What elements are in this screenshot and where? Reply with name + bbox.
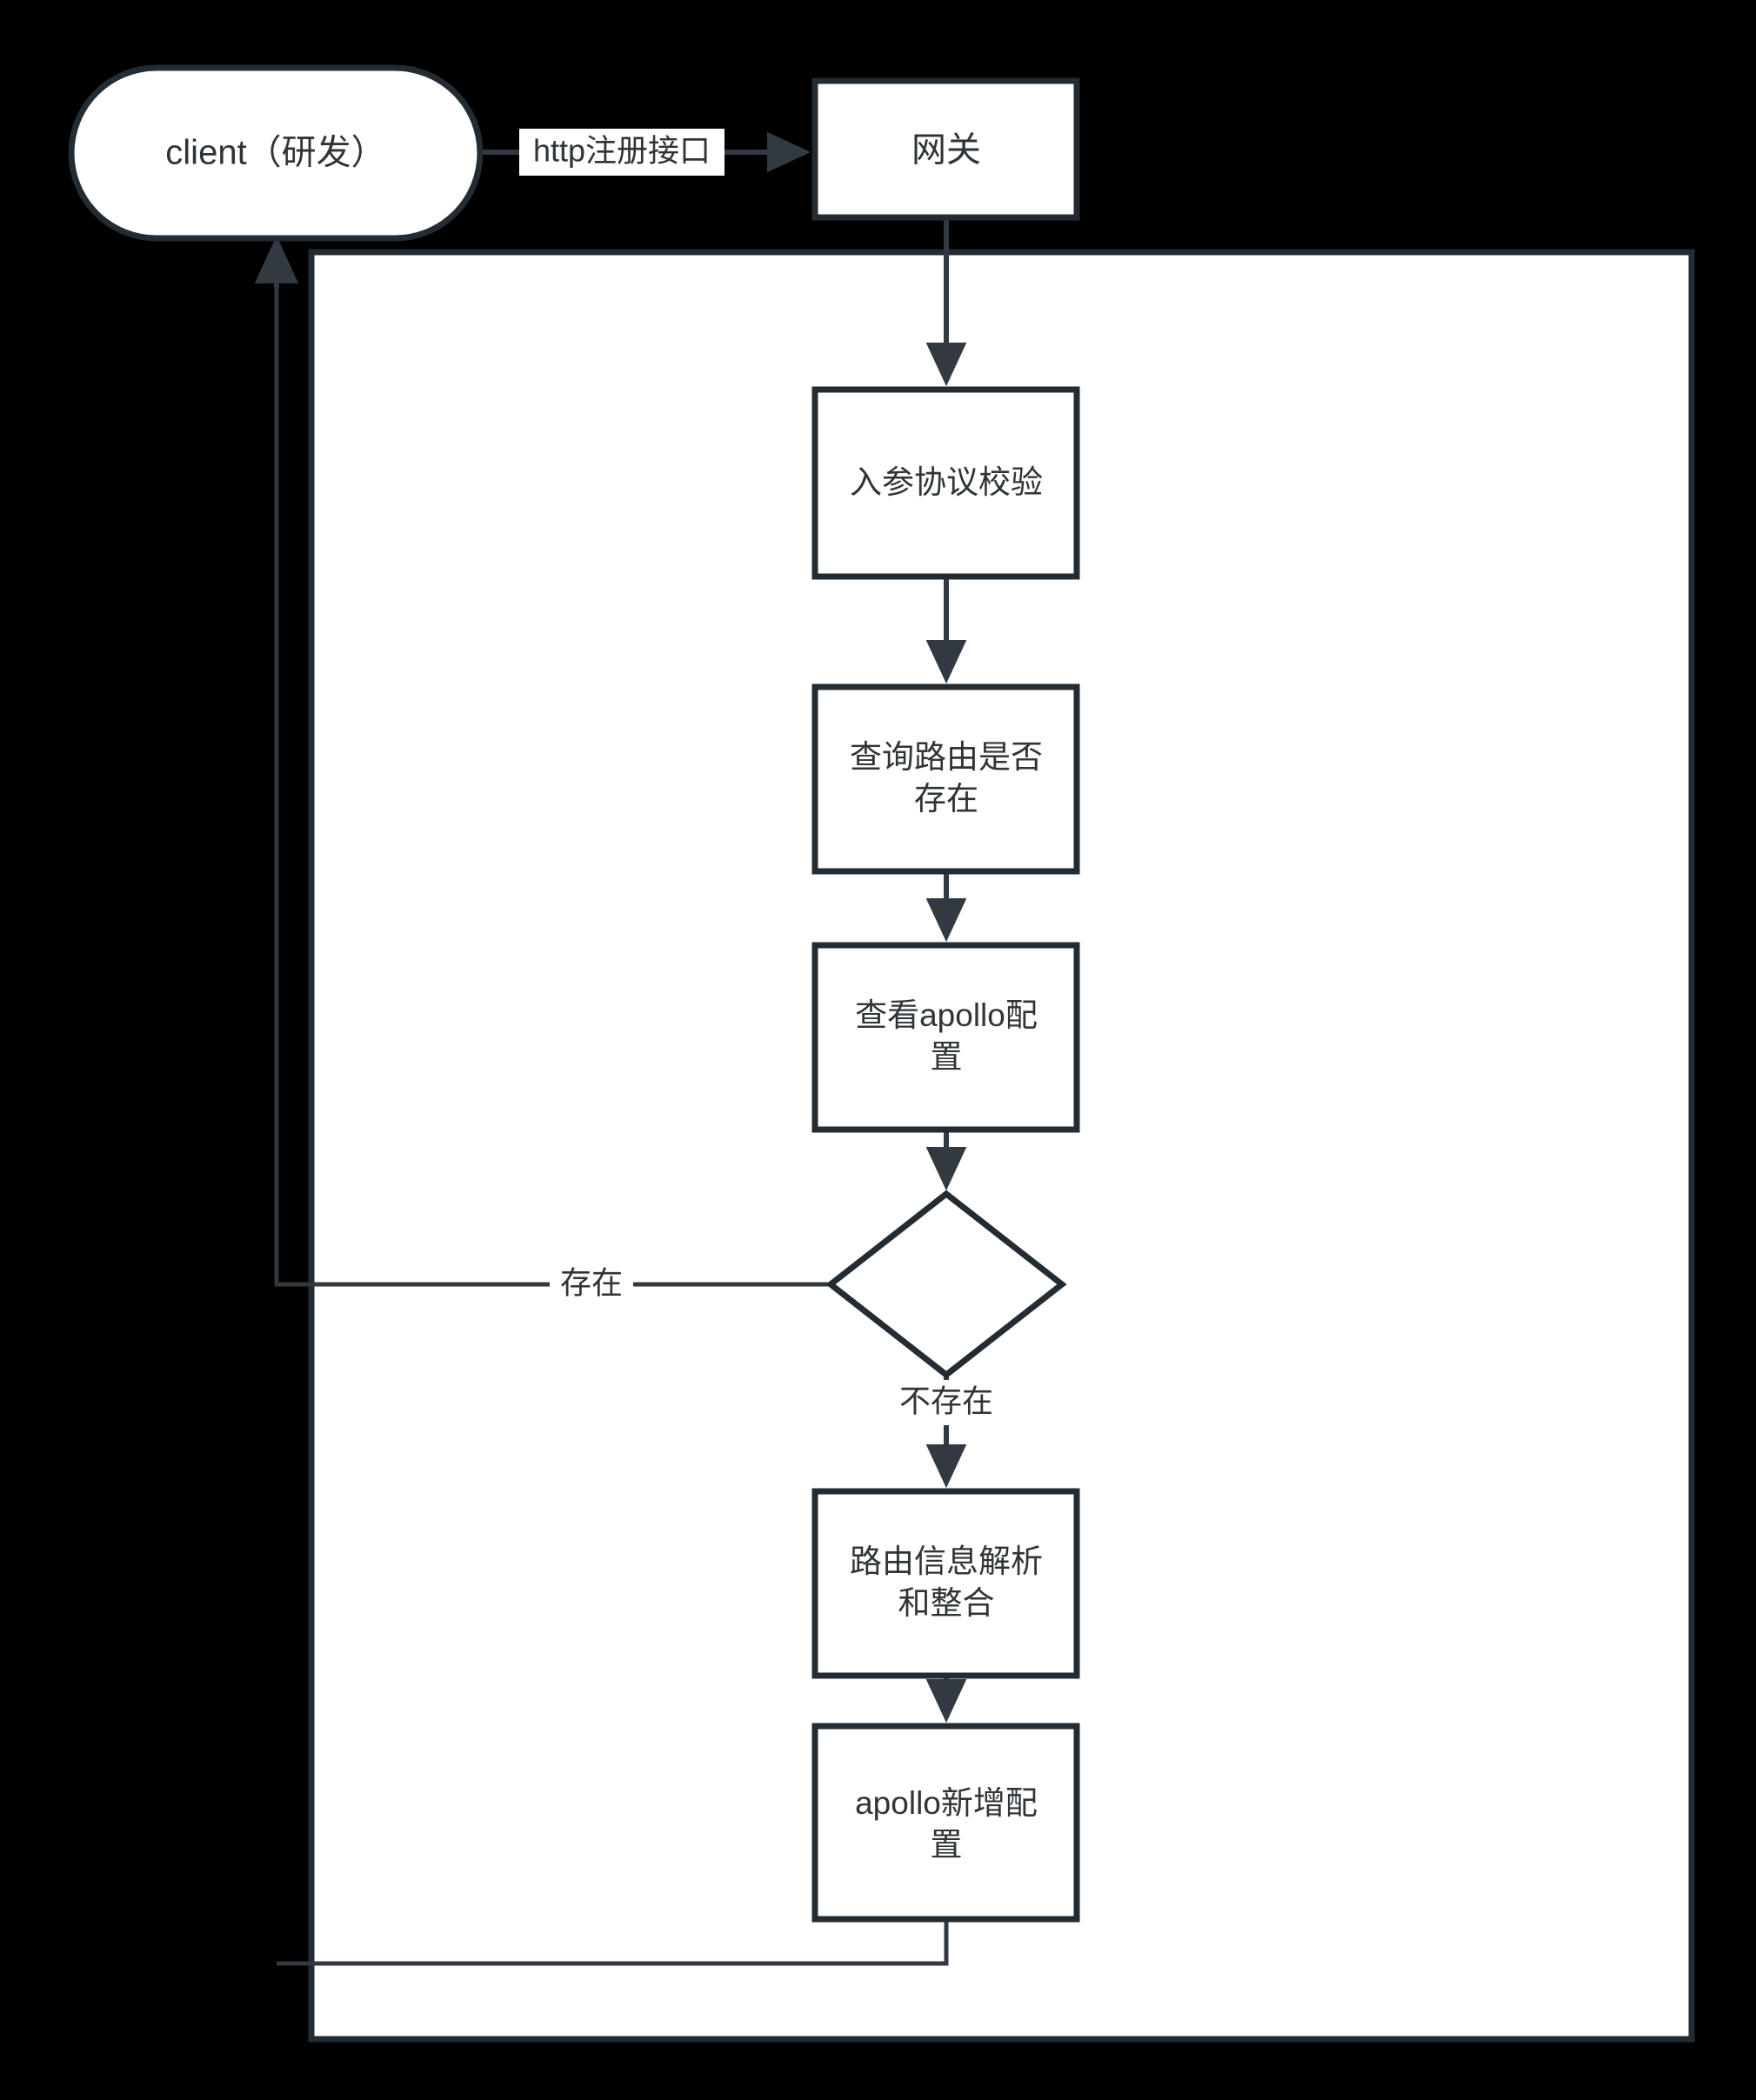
edge-decision-exists-to-client: [274, 252, 828, 1287]
node-check-apollo-label-line2: 置: [931, 1039, 963, 1075]
node-query-route-label-line2: 存在: [914, 781, 978, 817]
node-check-apollo[interactable]: [811, 942, 1080, 1133]
edge-apollo-add-to-client: [277, 1920, 949, 1966]
node-parse-route[interactable]: [811, 1488, 1080, 1679]
node-parse-route-label-line1: 路由信息解析: [850, 1543, 1043, 1579]
node-apollo-add-label-line1: apollo新增配: [855, 1785, 1038, 1821]
node-client-label: client（研发）: [165, 134, 385, 172]
node-decision[interactable]: [825, 1190, 1067, 1379]
node-validate[interactable]: [811, 386, 1080, 580]
edge-label-exists-background: [550, 1263, 633, 1306]
edge-label-exists: 存在: [560, 1265, 623, 1301]
edge-label-not-exists: 不存在: [899, 1383, 993, 1419]
node-query-route-label-line1: 查询路由是否: [850, 739, 1043, 775]
node-apollo-add[interactable]: [811, 1723, 1080, 1923]
node-gateway[interactable]: [811, 77, 1080, 221]
edge-label-http-background: [519, 129, 724, 176]
node-gateway-label: 网关: [911, 131, 981, 170]
node-validate-label: 入参协议校验: [850, 464, 1043, 500]
node-check-apollo-label-line1: 查看apollo配: [855, 997, 1038, 1033]
node-parse-route-label-line2: 和整合: [898, 1585, 995, 1621]
node-client[interactable]: [68, 64, 484, 242]
node-query-route[interactable]: [811, 683, 1080, 875]
node-apollo-add-label-line2: 置: [931, 1827, 963, 1863]
edge-label-http: http注册接口: [533, 133, 711, 169]
edge-label-not-exists-background: [885, 1380, 1008, 1425]
